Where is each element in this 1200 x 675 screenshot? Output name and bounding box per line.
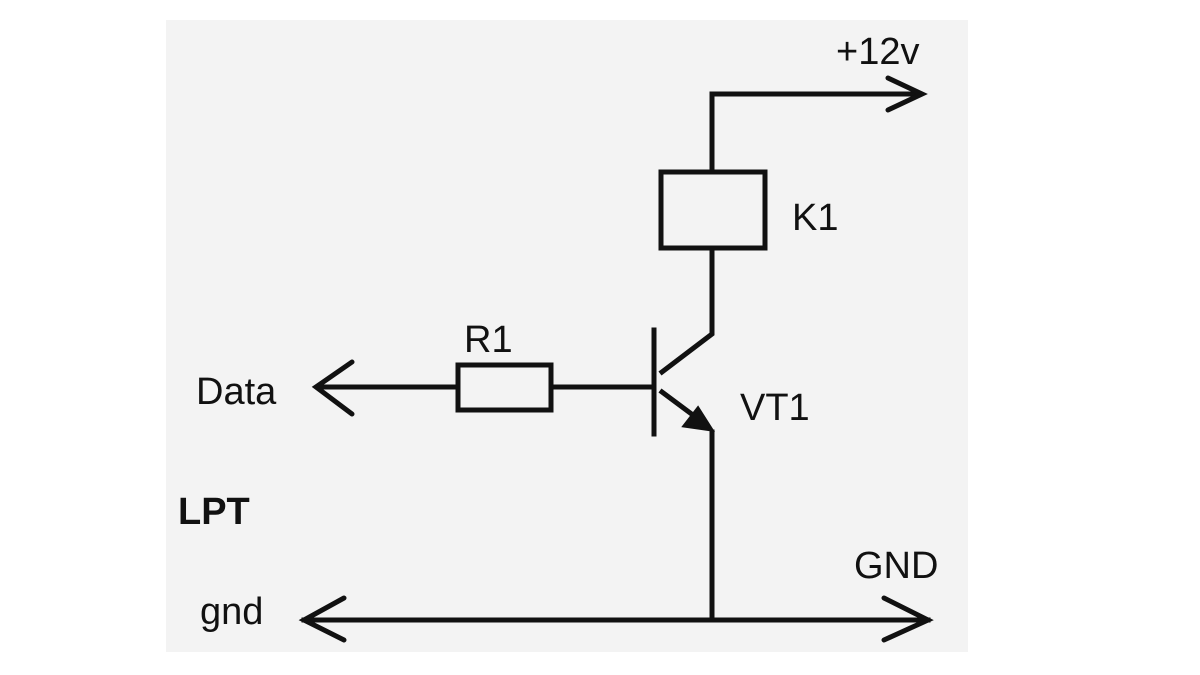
gnd-left-label: gnd (200, 591, 263, 633)
resistor-label: R1 (464, 319, 513, 361)
transistor-label: VT1 (740, 387, 810, 429)
schematic-background (166, 20, 968, 652)
collector-wire (658, 249, 715, 376)
gnd-right-arrow-icon (881, 595, 934, 643)
supply-label: +12v (836, 31, 919, 73)
relay-label: K1 (792, 197, 838, 239)
port-label: LPT (178, 491, 250, 533)
supply-wire (709, 91, 923, 171)
resistor-r1 (455, 362, 554, 413)
data-arrow-icon (311, 359, 355, 417)
emitter-arrow-icon (681, 405, 716, 432)
gnd-left-arrow-icon (298, 595, 347, 643)
gnd-right-label: GND (854, 545, 938, 587)
data-label: Data (196, 371, 277, 413)
relay-k1-coil (658, 169, 768, 251)
supply-arrow-icon (885, 75, 928, 113)
